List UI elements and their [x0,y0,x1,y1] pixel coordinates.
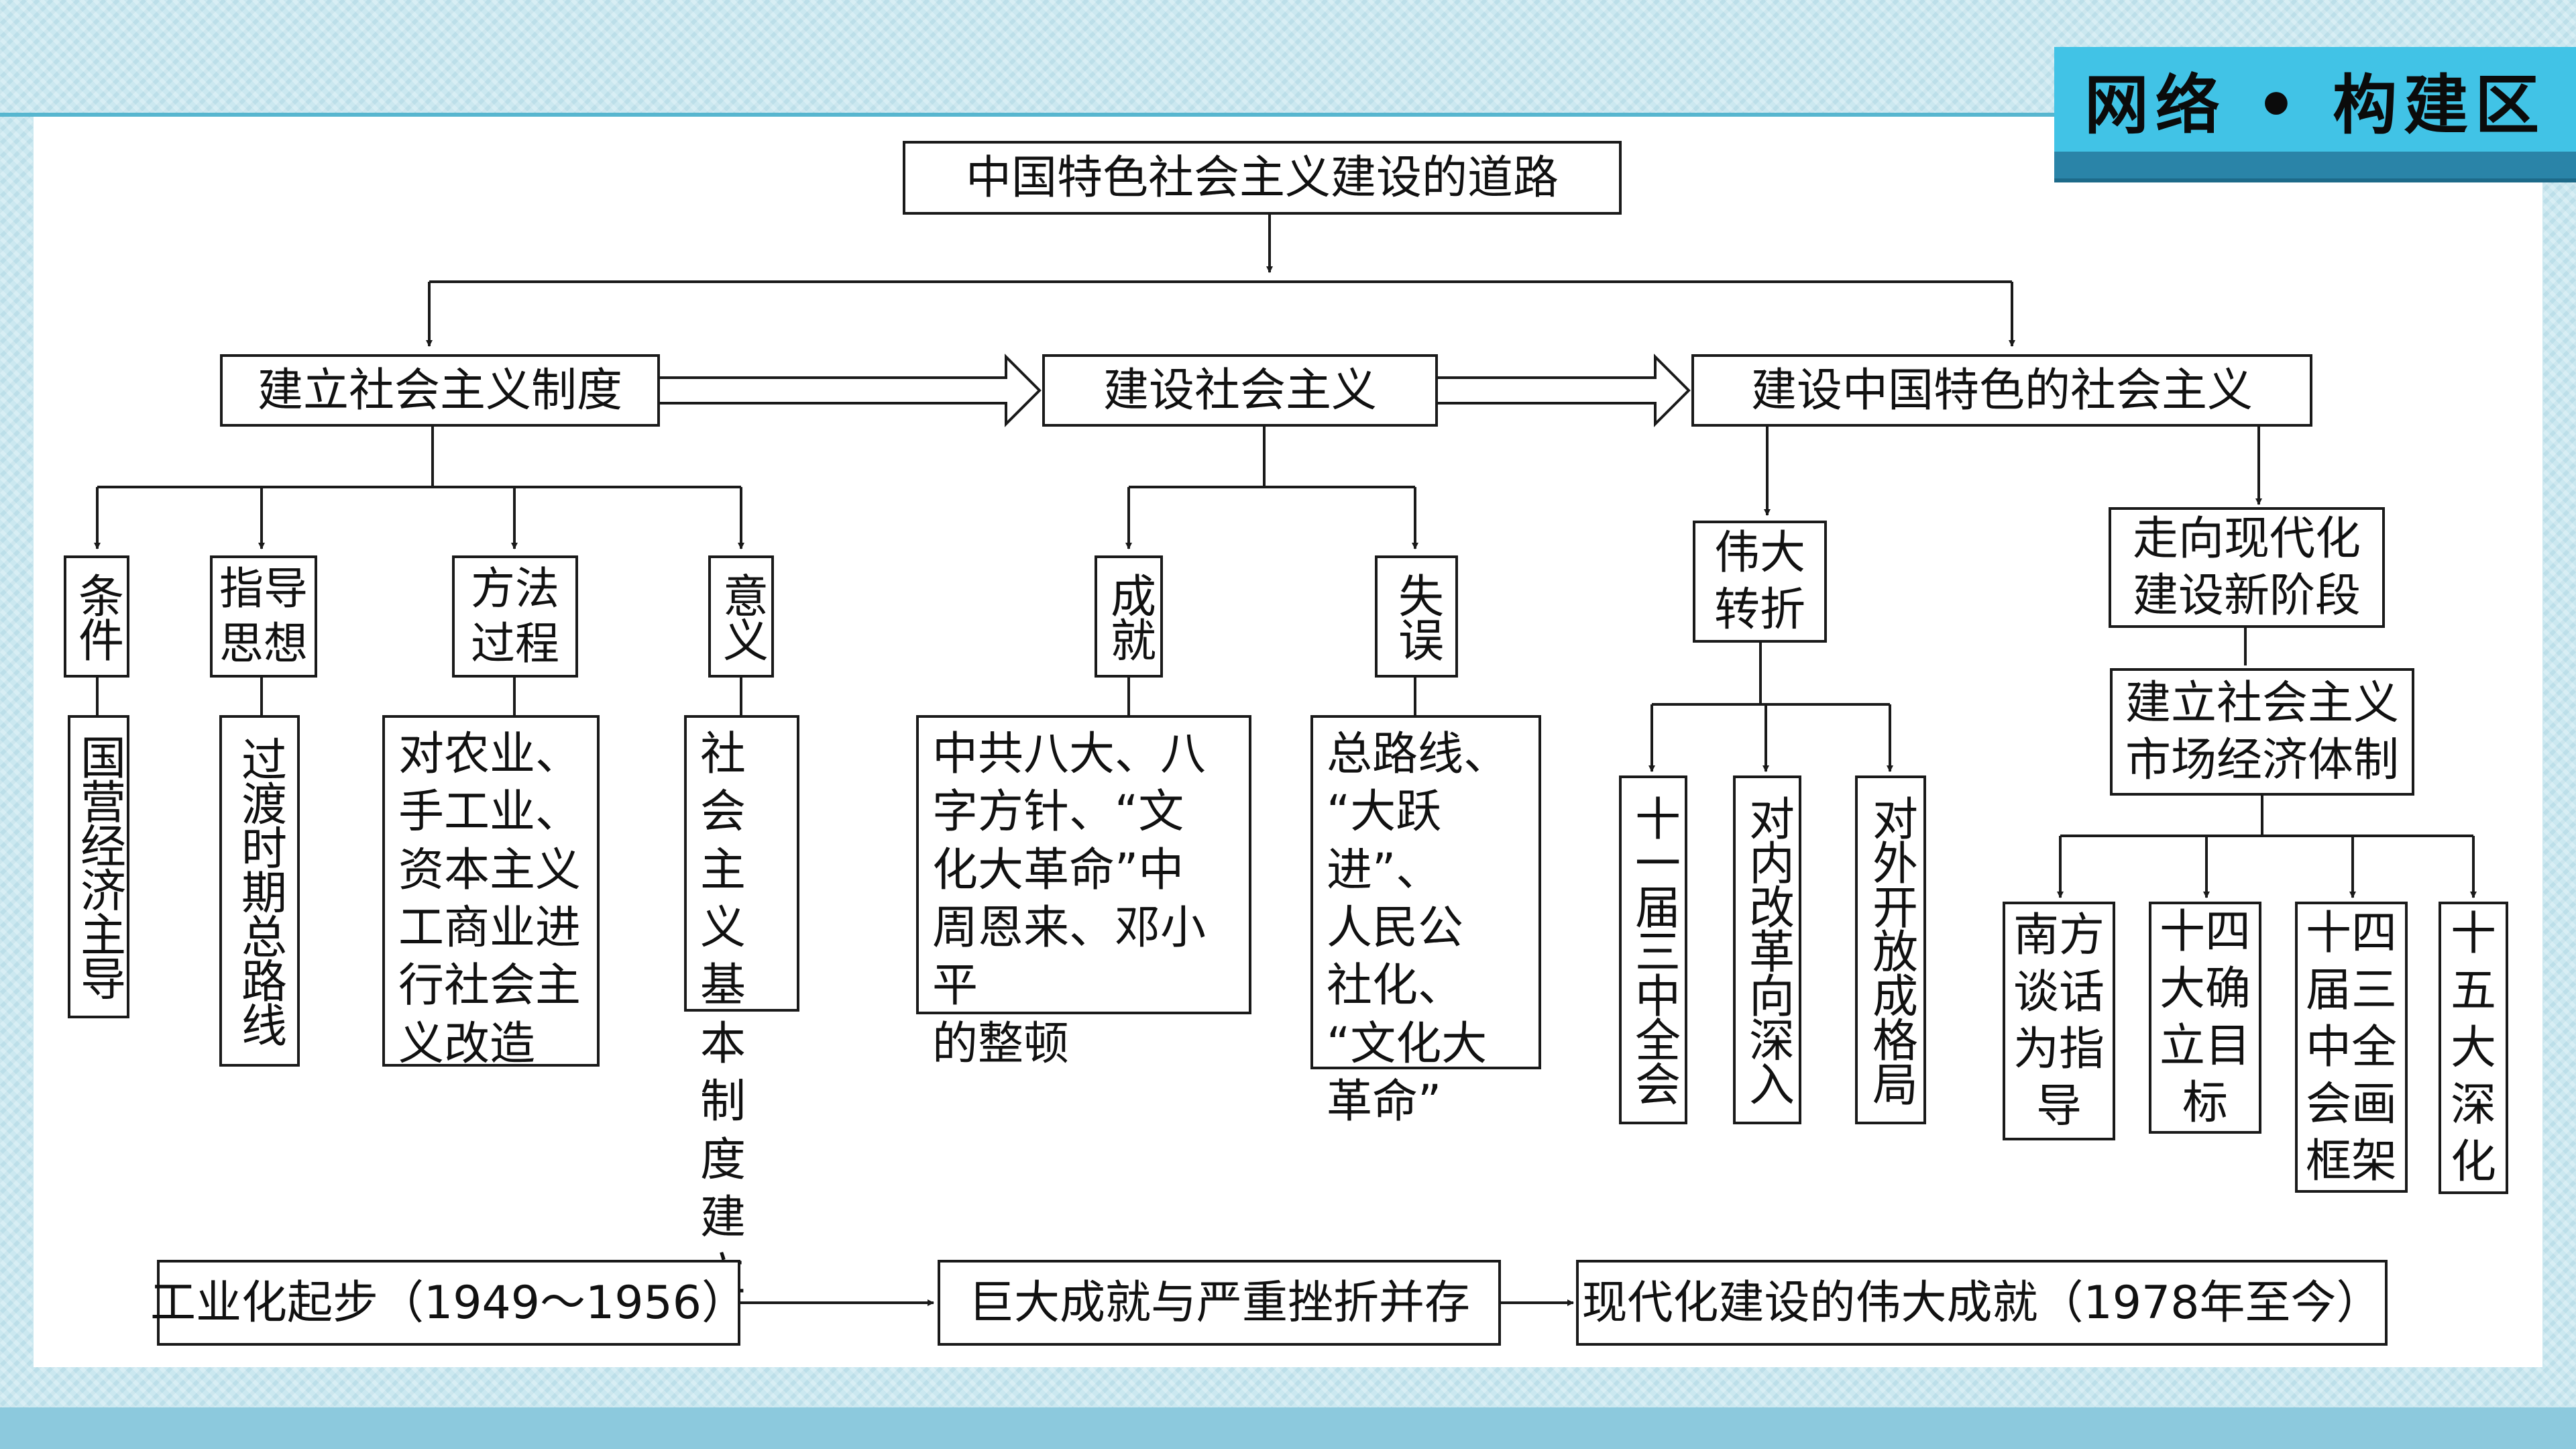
s3-modernization-stage: 走向现代化 建设新阶段 [2109,507,2385,628]
section-badge-label: 网络 • 构建区 [2054,47,2576,152]
s1-head-conditions: 条件 [64,555,129,678]
timeline-achievements-setbacks: 巨大成就与严重挫折并存 [938,1260,1501,1346]
s2-detail-achievements: 中共八大、八 字方针、“文 化大革命”中 周恩来、邓小平 的整顿 [916,715,1251,1071]
s3-market-item-south-talks: 南方 谈话 为指 导 [2003,902,2115,1140]
s1-detail-method: 对农业、 手工业、 资本主义 工商业进 行社会主 义改造 [382,715,600,1071]
s3-turning-point: 伟大 转折 [1693,521,1827,643]
s3-market-economy: 建立社会主义 市场经济体制 [2110,668,2414,796]
s2-head-achievements: 成就 [1095,555,1163,678]
timeline-industrialization: 工业化起步（1949～1956） [150,1260,747,1346]
timeline-modernization: 现代化建设的伟大成就（1978年至今） [1576,1260,2388,1346]
section-badge: 网络 • 构建区 [2054,47,2576,178]
s1-head-guideline-text: 指导思想 [219,562,308,670]
s3-market-item-14th-congress: 十四 大确 立目 标 [2149,902,2261,1134]
stage-establish-box: 建立社会主义制度 [220,354,660,427]
s1-detail-significance: 社会 主义 基本 制度 建立 [684,715,799,1302]
footer-bar [0,1407,2576,1449]
root-box: 中国特色社会主义建设的道路 [903,141,1622,215]
s3-turn-item-opening: 对外开放成格局 [1855,775,1926,1124]
s3-market-item-plenum-framework: 十四 届三 中全 会画 框架 [2295,902,2408,1193]
s2-head-mistakes: 失误 [1375,555,1458,678]
s1-head-method: 方法过程 [452,555,578,678]
stage-characteristics-box: 建设中国特色的社会主义 [1691,354,2312,427]
s3-market-item-15th-congress: 十 五 大 深 化 [2439,902,2508,1194]
s2-detail-mistakes: 总路线、 “大跃进”、 人民公 社化、 “文化大 革命” [1310,715,1541,1128]
s1-head-method-text: 方法过程 [471,562,559,670]
s1-detail-guideline: 过渡时期总路线 [219,715,300,1067]
stage-build-box: 建设社会主义 [1042,354,1438,427]
s1-head-significance: 意义 [708,555,774,678]
s1-head-guideline: 指导思想 [210,555,317,678]
header-line [0,113,2576,117]
s1-detail-conditions: 国营经济主导 [68,715,129,1018]
s3-turn-item-plenum: 十一届三中全会 [1619,775,1687,1124]
s3-turn-item-reform: 对内改革向深入 [1733,775,1801,1124]
